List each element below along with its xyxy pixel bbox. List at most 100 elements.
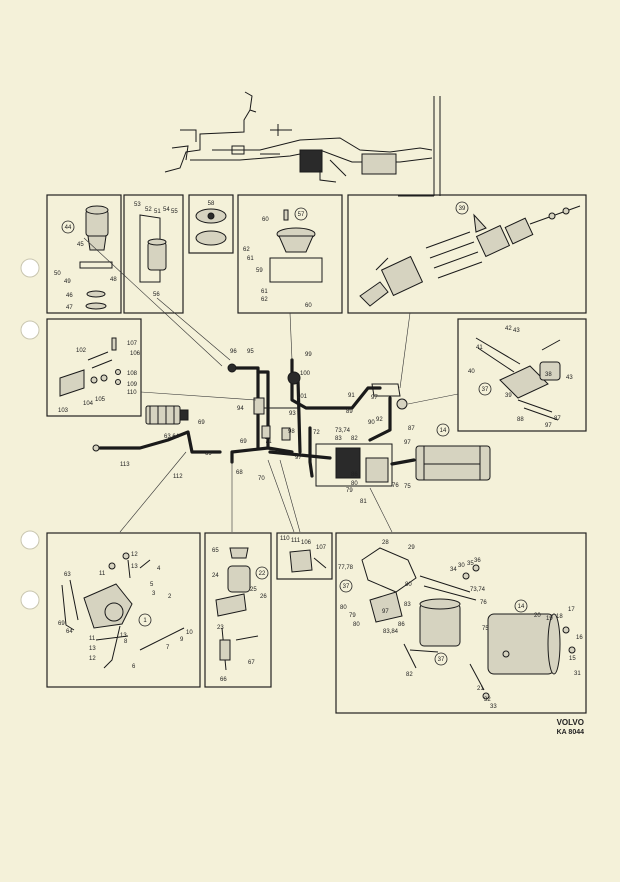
label: 75 [482, 626, 489, 632]
label: 62 [243, 247, 250, 253]
label: 81 [360, 499, 367, 505]
label: 107 [316, 545, 327, 551]
label: 5 [150, 582, 154, 588]
label: 12 [89, 656, 96, 662]
label: 69 [205, 451, 212, 457]
label: 72 [313, 430, 320, 436]
label: 97 [382, 609, 389, 615]
label: 39 [505, 393, 512, 399]
label: 110 [280, 536, 290, 542]
callout-bubble [61, 220, 75, 234]
callout-22: 22 [259, 571, 266, 577]
label: 69 [198, 420, 205, 426]
label: 53 [134, 202, 141, 208]
label: 9 [180, 637, 184, 643]
label: 87 [408, 426, 415, 432]
label: 77,78 [338, 565, 354, 571]
label: 103 [58, 408, 69, 414]
panel-filter-bracket [123, 194, 184, 314]
label: 93 [289, 411, 296, 417]
label: 43 [513, 328, 520, 334]
label: 7 [166, 645, 170, 651]
label: 2 [168, 594, 172, 600]
label: 61 [247, 256, 254, 262]
label: 80 [405, 582, 412, 588]
label: 97 [295, 455, 302, 461]
heater-unit-overview [361, 153, 397, 175]
label: 21 [477, 686, 484, 692]
label: 42 [505, 326, 512, 332]
callout-37: 37 [343, 584, 350, 590]
label: 106 [301, 540, 312, 546]
punch-hole-icon [20, 530, 40, 550]
valve-exploded-assembly [359, 205, 581, 307]
label: 60 [262, 217, 269, 223]
label: 111 [291, 538, 301, 544]
label: 83,84 [383, 629, 399, 635]
label: 69 [240, 439, 247, 445]
label: 47 [66, 305, 73, 311]
label: 91 [348, 393, 355, 399]
label: 41 [476, 345, 483, 351]
label: 101 [297, 394, 308, 400]
label: 96 [230, 349, 237, 355]
label: 109 [127, 382, 138, 388]
label: 8 [124, 639, 128, 645]
pump-assembly [79, 205, 113, 310]
label: 13 [89, 646, 96, 652]
label: 12 [131, 552, 138, 558]
label: 110 [127, 390, 137, 396]
label: 10 [186, 630, 193, 636]
label: 23 [217, 625, 224, 631]
label: 79 [349, 613, 356, 619]
panel-fuel-pump [204, 532, 272, 688]
document-code: KA 8044 [557, 729, 584, 736]
label: 92 [376, 417, 383, 423]
fan-base [195, 230, 227, 246]
label: 34 [450, 567, 457, 573]
label: 19 [546, 616, 553, 622]
callout-1: 1 [143, 618, 147, 624]
label: 24 [212, 573, 219, 579]
panel-valve-exploded [347, 194, 587, 314]
vehicle-overview-sketch [164, 91, 441, 197]
panel-burner [237, 194, 343, 314]
callout-44: 44 [65, 225, 72, 231]
label: 43 [566, 375, 573, 381]
label: 36 [474, 558, 481, 564]
label: 100 [300, 371, 311, 377]
label: 98 [288, 429, 295, 435]
label: 25 [250, 587, 257, 593]
brand-name: VOLVO [557, 718, 584, 727]
label: 102 [76, 348, 87, 354]
label: 97 [404, 440, 411, 446]
label: 52 [145, 207, 152, 213]
label: 18 [556, 614, 563, 620]
label: 65 [212, 548, 219, 554]
label: 28 [382, 540, 389, 546]
callout-58: 58 [208, 201, 215, 207]
label: 60 [305, 303, 312, 309]
label: 95 [247, 349, 254, 355]
callout-57: 57 [298, 212, 305, 218]
label: 35 [467, 561, 474, 567]
bracket-hardware [59, 337, 121, 397]
heater-assembly-exploded [361, 547, 576, 700]
label: 94 [237, 406, 244, 412]
label: 70 [258, 476, 265, 482]
label: 87 [554, 416, 561, 422]
label: 88 [517, 417, 524, 423]
label: 17 [568, 607, 575, 613]
label: 40 [468, 369, 475, 375]
label: 108 [127, 371, 138, 377]
label: 86 [398, 622, 405, 628]
label: 97 [545, 423, 552, 429]
label: 54 [163, 207, 170, 213]
label: 69 [58, 621, 65, 627]
label: 82 [406, 672, 413, 678]
punch-hole-icon [20, 590, 40, 610]
label: 3 [152, 591, 156, 597]
label: 4 [157, 566, 161, 572]
